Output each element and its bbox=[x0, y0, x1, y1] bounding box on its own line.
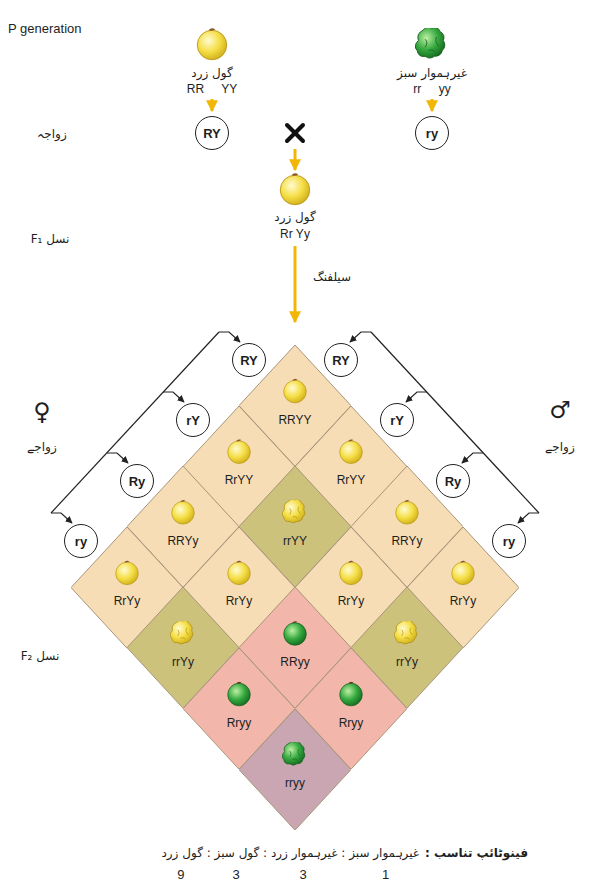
round-yellow-pea bbox=[116, 561, 139, 585]
genotype-label: rrYY bbox=[283, 534, 307, 548]
yellow-arrow bbox=[294, 149, 297, 170]
gamete-circle: ry bbox=[64, 524, 98, 558]
round-yellow-pea bbox=[452, 561, 475, 585]
round-yellow-pea bbox=[280, 173, 309, 205]
genotype-label: RRYY bbox=[278, 413, 311, 427]
process-label: سیلفنگ bbox=[313, 270, 351, 284]
genotype-label: rr yy bbox=[413, 82, 450, 96]
gamete-circle: RY bbox=[232, 343, 266, 377]
gamete-heading: زواجے bbox=[545, 440, 574, 454]
yellow-arrow bbox=[294, 246, 297, 322]
gamete-circle: RY bbox=[324, 343, 358, 377]
cell-shape bbox=[239, 709, 351, 830]
phenotype-label: گول زرد bbox=[191, 66, 232, 80]
genotype-label: Rr Yy bbox=[280, 227, 310, 241]
genotype-label: RRyy bbox=[280, 655, 309, 669]
wrinkled-green-pea bbox=[415, 27, 445, 58]
round-yellow-pea bbox=[284, 379, 307, 403]
ratio-heading: فینوٹائپ تناسب : bbox=[425, 846, 528, 860]
gamete-heading: زواجے bbox=[27, 440, 56, 454]
round-yellow-pea bbox=[228, 561, 251, 585]
bracket-branch bbox=[350, 332, 371, 342]
gamete-label: rY bbox=[186, 413, 200, 428]
gamete-label: RY bbox=[203, 126, 221, 141]
genotype-label: RrYy bbox=[114, 594, 141, 608]
cross-stroke bbox=[287, 125, 303, 141]
round-green-pea bbox=[284, 621, 307, 645]
wrinkled-yellow-pea bbox=[394, 620, 417, 644]
wrinkled-green-pea bbox=[282, 742, 305, 766]
genotype-label: RRYy bbox=[391, 534, 422, 548]
bracket-branch bbox=[51, 513, 72, 523]
round-green-pea bbox=[340, 682, 363, 706]
round-yellow-pea bbox=[197, 28, 226, 60]
gamete-label: Ry bbox=[129, 474, 146, 489]
punnett-cell: rryy bbox=[239, 709, 351, 830]
round-yellow-pea bbox=[340, 439, 363, 463]
gamete-label: ry bbox=[75, 534, 87, 549]
bracket-branch bbox=[406, 392, 427, 402]
male-symbol: ♂ bbox=[549, 396, 571, 424]
ratio-number: 9 bbox=[177, 867, 184, 882]
cross-stroke bbox=[287, 125, 303, 141]
genotype-label: rryy bbox=[285, 776, 305, 790]
ratio-number: 3 bbox=[233, 867, 240, 882]
genotype-label: rrYy bbox=[396, 655, 418, 669]
wrinkled-yellow-pea bbox=[282, 499, 305, 523]
gamete-circle: rY bbox=[380, 403, 414, 437]
gamete-label: ry bbox=[503, 534, 515, 549]
bracket-branch bbox=[163, 392, 184, 402]
ratio-number: 1 bbox=[382, 867, 389, 882]
generation-label: نسل F₁ bbox=[31, 232, 70, 246]
gamete-circle: Ry bbox=[436, 464, 470, 498]
gamete-circle: ry bbox=[415, 116, 449, 150]
round-yellow-pea bbox=[340, 561, 363, 585]
gamete-label: RY bbox=[332, 353, 350, 368]
genotype-label: Rryy bbox=[227, 716, 252, 730]
bracket-branch bbox=[219, 332, 240, 342]
genotype-label: RrYy bbox=[338, 594, 365, 608]
genotype-label: rrYy bbox=[172, 655, 194, 669]
gamete-circle: ry bbox=[492, 524, 526, 558]
cell-diamond bbox=[239, 709, 351, 830]
gamete-label: Ry bbox=[445, 474, 462, 489]
genotype-label: RRYy bbox=[167, 534, 198, 548]
bracket-branch bbox=[462, 453, 483, 463]
gamete-label: RY bbox=[240, 353, 258, 368]
female-symbol: ♀ bbox=[33, 398, 51, 426]
ratio-number: 3 bbox=[300, 867, 307, 882]
gamete-circle: rY bbox=[176, 403, 210, 437]
bracket-branch bbox=[518, 513, 539, 523]
genotype-label: RrYY bbox=[337, 473, 366, 487]
yellow-arrow bbox=[211, 99, 214, 111]
generation-label: نسل F₂ bbox=[21, 649, 60, 663]
round-yellow-pea bbox=[228, 439, 251, 463]
gamete-circle: RY bbox=[195, 116, 229, 150]
gamete-heading: زواجہ bbox=[37, 127, 66, 141]
round-yellow-pea bbox=[172, 500, 195, 524]
generation-label: P generation bbox=[8, 21, 82, 36]
ratio-phenotypes: غیرہموار سبز : غیرہموار زرد : گول سبز : … bbox=[161, 846, 419, 860]
phenotype-label: گول زرد bbox=[274, 210, 315, 224]
bracket-branch bbox=[107, 453, 128, 463]
gamete-circle: Ry bbox=[120, 464, 154, 498]
yellow-arrow bbox=[431, 99, 434, 111]
round-yellow-pea bbox=[396, 500, 419, 524]
yellow-arrows bbox=[212, 99, 432, 322]
gamete-label: rY bbox=[390, 413, 404, 428]
genotype-label: RrYy bbox=[226, 594, 253, 608]
genotype-label: RR YY bbox=[187, 82, 237, 96]
genotype-label: RrYy bbox=[450, 594, 477, 608]
round-green-pea bbox=[228, 682, 251, 706]
cross-symbol bbox=[287, 125, 303, 141]
genotype-label: RrYY bbox=[225, 473, 254, 487]
genotype-label: Rryy bbox=[339, 716, 364, 730]
gamete-label: ry bbox=[426, 126, 438, 141]
wrinkled-yellow-pea bbox=[170, 620, 193, 644]
phenotype-label: غیرہموار سبز bbox=[397, 66, 467, 80]
